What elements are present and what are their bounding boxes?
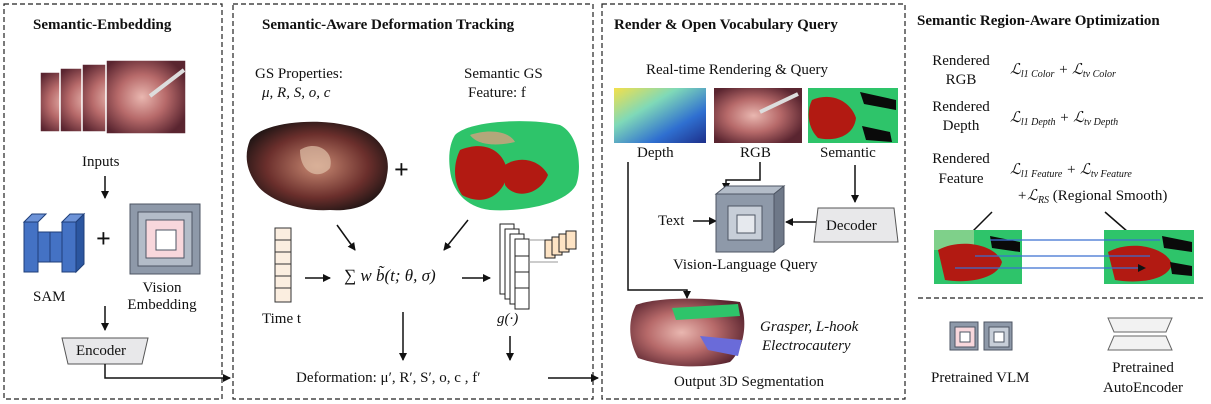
query-text-line2: Electrocautery [762,338,851,354]
decoder-label: Decoder [826,218,877,234]
opt-row3-label-line2: Feature [938,171,984,187]
time-label: Time t [262,311,302,327]
opt-row2-label-line2: Depth [942,118,980,134]
deformation-label: Deformation: μ′, R′, S′, o, c , f′ [296,370,481,386]
output-label: Output 3D Segmentation [674,374,824,390]
panel-title-embedding: Semantic-Embedding [33,17,172,33]
sam-icon [22,212,86,274]
opt-row1-label-line1: Rendered [932,53,990,69]
vision-embedding-icon [129,203,201,275]
plus-sign: + [96,224,111,253]
panel-title-optimization: Semantic Region-Aware Optimization [917,13,1160,29]
semantic-label: Semantic [820,145,876,161]
time-embedding-bar [274,227,292,303]
encoder-shape [61,337,149,365]
decoder-shape [813,207,899,243]
semantic-gs-label: Semantic GS [464,66,543,82]
opt-row3-t1: l1 Feature [1020,169,1063,180]
legend-vlm-label: Pretrained VLM [931,370,1030,386]
vlm-query-icon [714,184,786,254]
legend-ae-line1: Pretrained [1112,360,1174,376]
opt-image-right [1104,230,1194,284]
panel-semantic-embedding [3,3,223,400]
opt-row1-label-line2: RGB [945,72,977,88]
opt-row3-formula: ℒl1 Feature + ℒtv Feature [1010,162,1132,180]
opt-row2-t2: tv Depth [1083,117,1119,128]
inputs-label: Inputs [82,154,120,170]
gs-properties-label: GS Properties: [255,66,343,82]
opt-row2-label-line1: Rendered [932,99,990,115]
depth-render [614,88,706,143]
opt-rs-formula: +ℒRS (Regional Smooth) [1017,188,1168,206]
semantic-gs-cloud [449,121,579,211]
panel-title-tracking: Semantic-Aware Deformation Tracking [262,17,515,33]
opt-rs-sub: RS [1037,195,1050,206]
gs-properties-symbols: μ, R, S, o, c [262,85,331,101]
legend-autoencoder-icon [1107,317,1173,351]
opt-row3-t2: tv Feature [1090,169,1132,180]
vlq-label: Vision-Language Query [673,257,818,273]
opt-row3-label-line1: Rendered [932,151,990,167]
opt-row1-formula: ℒl1 Color + ℒtv Color [1010,62,1116,80]
semantic-feature-label: Feature: f [468,85,526,101]
opt-row1-t2: tv Color [1082,69,1116,80]
panel-render-query [601,3,906,400]
depth-label: Depth [637,145,674,161]
opt-row2-t1: l1 Depth [1020,117,1056,128]
gs-point-cloud [246,121,388,211]
vision-embedding-label: Vision Embedding [127,280,197,314]
query-text-line1: Grasper, L-hook [760,319,859,335]
legend-vlm-icon [949,321,1013,351]
sam-label: SAM [33,289,66,305]
opt-image-left [934,230,1022,284]
opt-rs-text: (Regional Smooth) [1052,188,1168,204]
g-label: g(·) [497,311,519,327]
rgb-label: RGB [740,145,771,161]
input-frames [39,59,187,135]
render-subtitle: Real-time Rendering & Query [646,62,829,78]
sum-expression: ∑ w b̃(t; θ, σ) [344,266,436,285]
opt-row1-t1: l1 Color [1020,69,1055,80]
panel-deformation-tracking [232,3,594,400]
legend-ae-line2: AutoEncoder [1103,380,1183,396]
encoder-label: Encoder [76,343,126,359]
g-network-icon [499,223,577,310]
semantic-render [808,88,898,143]
text-label: Text [658,213,685,229]
panel-title-render: Render & Open Vocabulary Query [614,17,838,33]
plus-sign-2: + [394,155,409,184]
output-segmentation [630,298,745,367]
opt-row2-formula: ℒl1 Depth + ℒtv Depth [1010,110,1119,128]
